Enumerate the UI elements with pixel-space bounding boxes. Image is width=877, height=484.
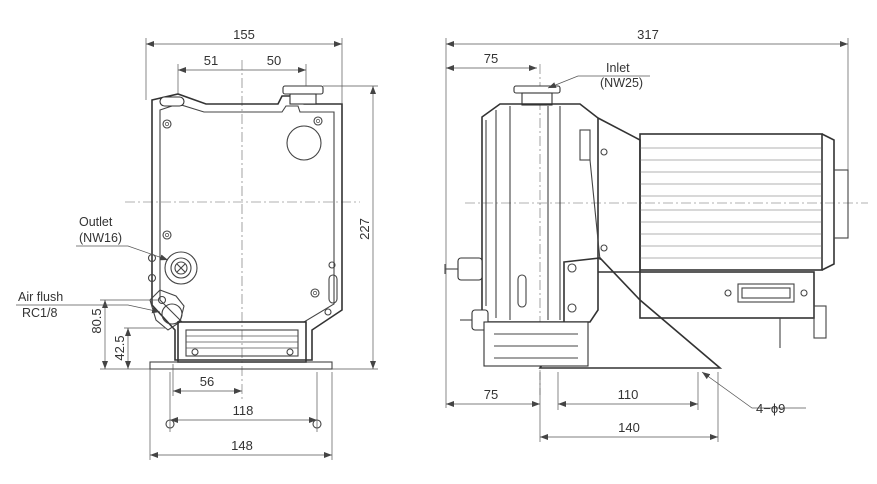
- dim-front-right-offset: 50: [267, 53, 281, 68]
- front-housing-inner-outline: [159, 103, 335, 323]
- front-view: 155 51 50 227 80.5 42.5 56: [16, 27, 378, 460]
- side-inlet-flange: [513, 85, 561, 106]
- label-inlet: Inlet: [606, 61, 630, 75]
- dim-front-left-offset: 51: [204, 53, 218, 68]
- front-air-flush-port: [149, 289, 185, 331]
- front-base-plate: [149, 361, 333, 370]
- dim-front-overall-width: 155: [233, 27, 255, 42]
- label-outlet: Outlet: [79, 215, 113, 229]
- front-top-slot: [159, 96, 185, 107]
- front-inlet-neck: [289, 93, 317, 105]
- dim-side-overall-length: 317: [637, 27, 659, 42]
- label-air-flush-size: RC1/8: [22, 306, 57, 320]
- dim-side-base-length: 140: [618, 420, 640, 435]
- front-dimensions: 155 51 50 227 80.5 42.5 56: [89, 27, 378, 460]
- dim-side-inlet-offset: 75: [484, 51, 498, 66]
- dim-side-foot-offset: 75: [484, 387, 498, 402]
- side-dimensions: 317 75 75 110 140 4−ϕ9: [445, 27, 849, 442]
- label-air-flush: Air flush: [18, 290, 63, 304]
- front-base-block: [177, 321, 307, 363]
- dim-side-holes: 4−ϕ9: [756, 401, 785, 416]
- side-control-box: [639, 271, 827, 348]
- side-view: 317 75 75 110 140 4−ϕ9 Inlet (NW25): [444, 27, 868, 442]
- front-labels: Outlet (NW16) Air flush RC1/8: [16, 215, 169, 320]
- dim-front-foot-offset: 56: [200, 374, 214, 389]
- dim-front-hole-pitch: 118: [233, 403, 254, 418]
- dim-front-height: 227: [357, 218, 372, 240]
- dim-front-outlet-height: 80.5: [89, 308, 104, 333]
- side-base-block: [483, 321, 589, 367]
- side-motor-housing: [597, 117, 849, 273]
- front-inlet-flange: [282, 85, 324, 95]
- front-round-boss: [286, 125, 322, 161]
- dim-front-airflush-height: 42.5: [112, 335, 127, 360]
- front-corner-screws: [162, 116, 336, 316]
- side-inlet-label: Inlet (NW25): [547, 61, 650, 90]
- front-side-slot: [328, 274, 338, 304]
- front-outlet-fitting: [147, 251, 198, 285]
- dim-front-base-width: 148: [231, 438, 253, 453]
- label-inlet-size: (NW25): [600, 76, 643, 90]
- label-outlet-size: (NW16): [79, 231, 122, 245]
- dim-side-hole-pitch: 110: [618, 387, 639, 402]
- side-pump-body: [481, 103, 608, 323]
